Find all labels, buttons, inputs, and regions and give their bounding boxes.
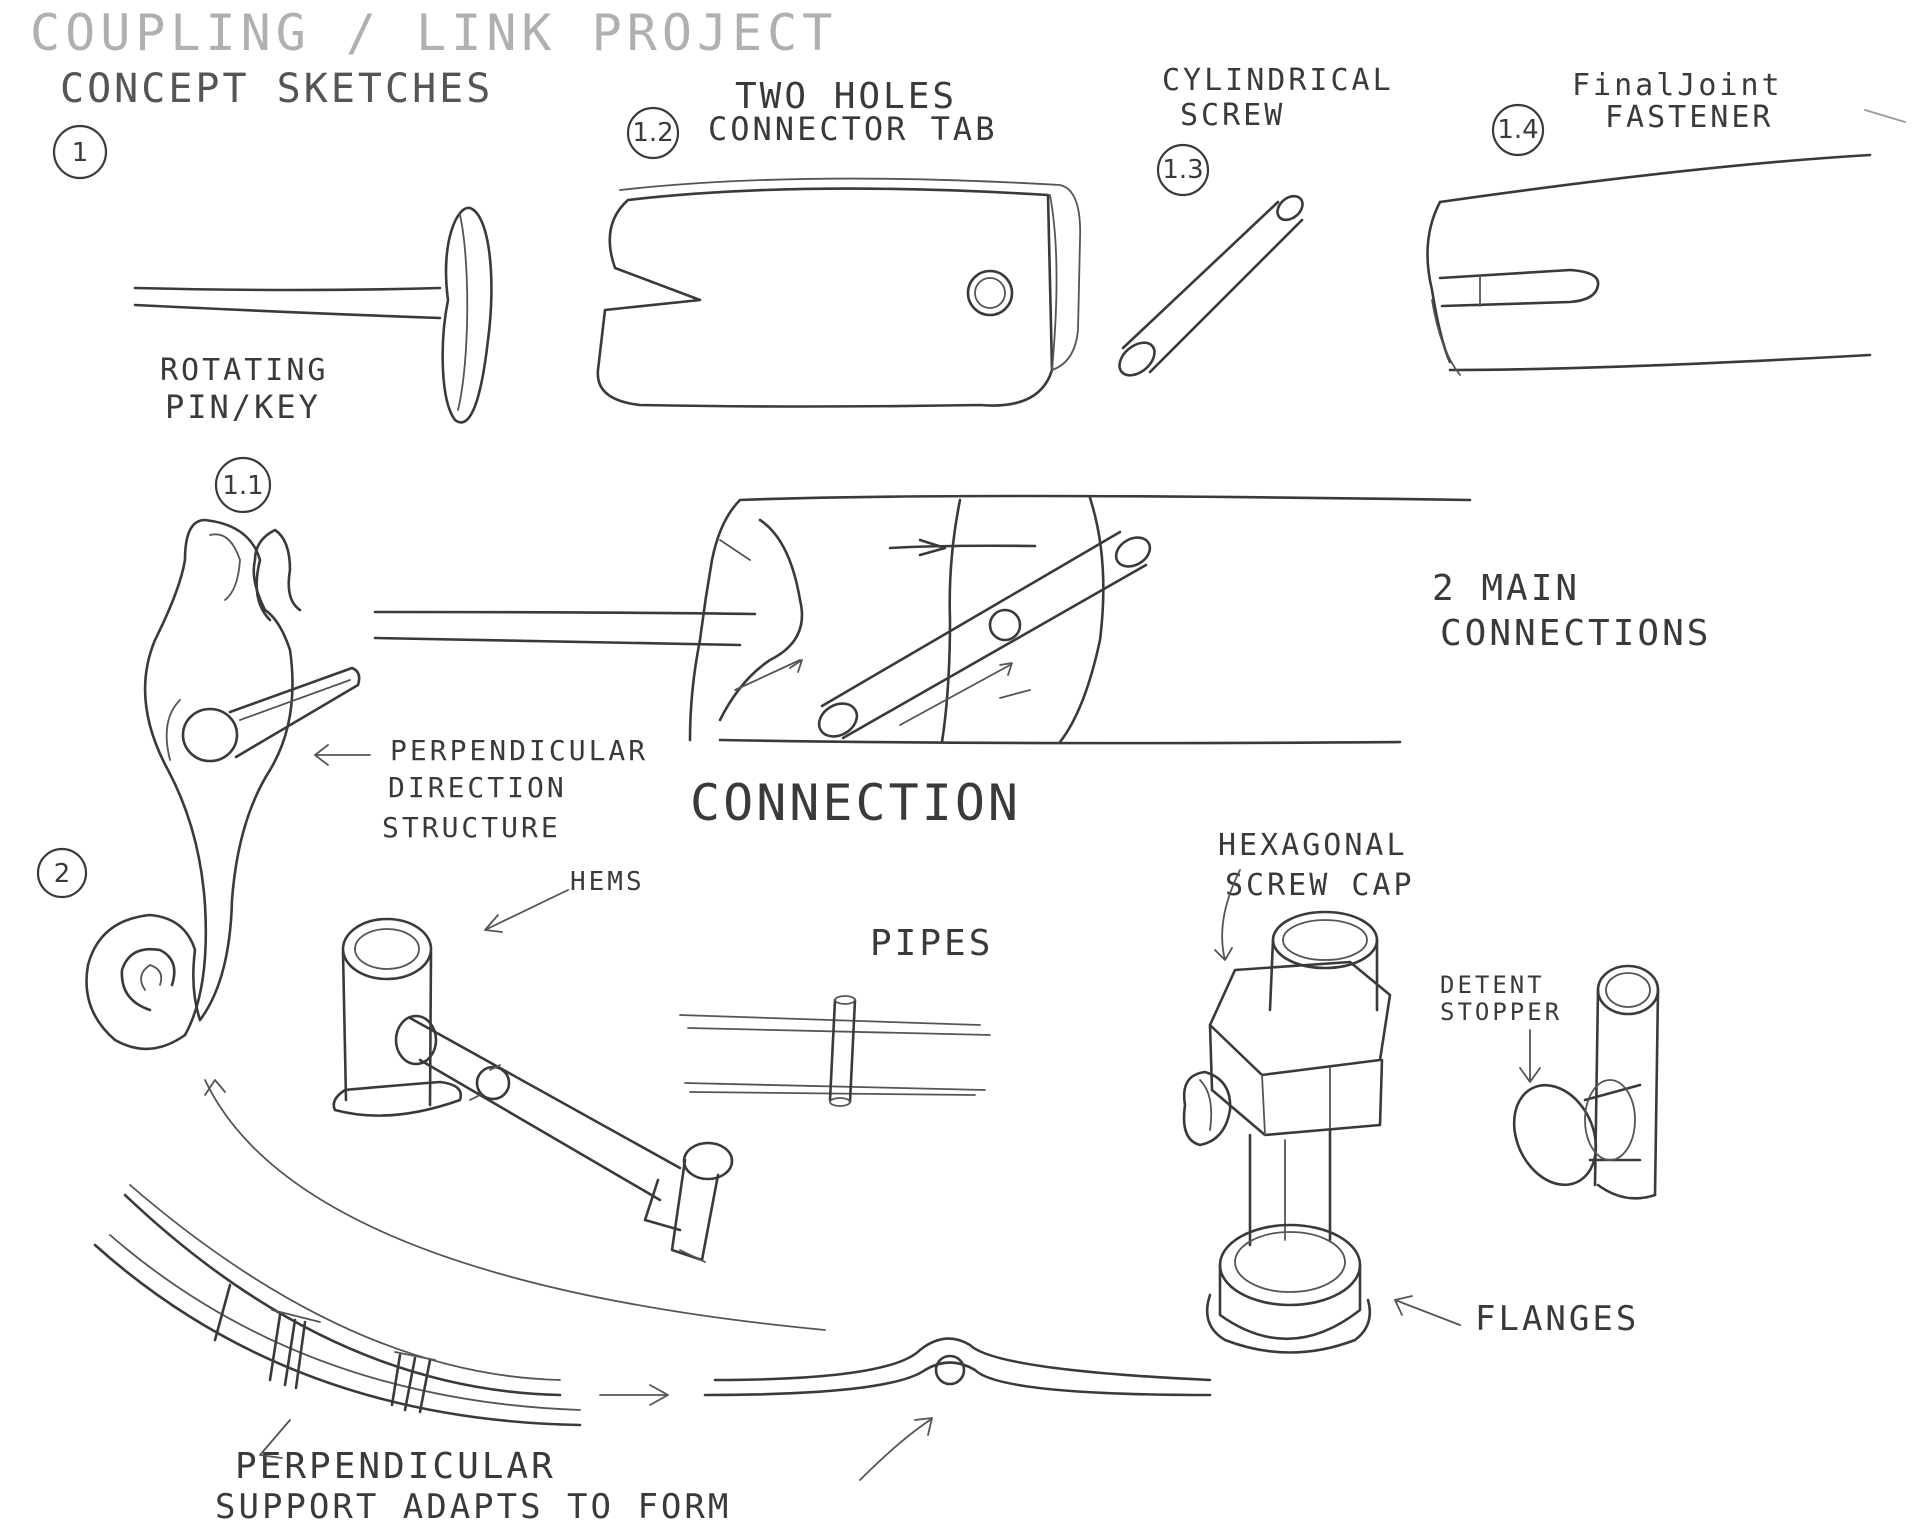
label-detent-1: DETENT bbox=[1440, 971, 1545, 999]
svg-text:1.4: 1.4 bbox=[1497, 115, 1538, 145]
svg-text:2: 2 bbox=[54, 859, 71, 889]
connector-tab-sketch bbox=[596, 177, 1082, 408]
label-connection: CONNECTION bbox=[690, 774, 1021, 832]
label-final-joint-1: FinalJoint bbox=[1572, 68, 1783, 103]
label-main-connections-1: 2 MAIN bbox=[1432, 568, 1580, 609]
svg-text:1.2: 1.2 bbox=[632, 118, 673, 148]
final-joint-sketch bbox=[1426, 153, 1872, 376]
label-perpendicular-direction-3: STRUCTURE bbox=[382, 811, 561, 844]
hook-link-sketch bbox=[85, 518, 361, 1051]
svg-text:1: 1 bbox=[72, 138, 89, 168]
label-rotating-pin-1: ROTATING bbox=[160, 353, 329, 388]
cylindrical-screw-sketch bbox=[1118, 194, 1304, 377]
marker-1-4: 1.4 bbox=[1491, 103, 1545, 157]
label-rotating-pin-2: PIN/KEY bbox=[165, 388, 321, 426]
label-perpendicular-direction-2: DIRECTION bbox=[388, 771, 567, 804]
marker-1: 1 bbox=[52, 124, 108, 180]
stray-mark bbox=[1864, 109, 1906, 123]
label-perpendicular-direction-1: PERPENDICULAR bbox=[390, 734, 648, 767]
hems-sketch bbox=[332, 889, 734, 1263]
label-detent-2: STOPPER bbox=[1440, 998, 1562, 1026]
label-pipes: PIPES bbox=[870, 923, 993, 964]
label-flanges: FLANGES bbox=[1475, 1299, 1639, 1339]
label-perpendicular-support-2: SUPPORT ADAPTS TO FORM bbox=[215, 1487, 731, 1527]
label-cylindrical-1: CYLINDRICAL bbox=[1162, 63, 1394, 98]
rotating-pin-sketch bbox=[133, 206, 493, 424]
connection-assembly-sketch bbox=[373, 494, 1472, 745]
label-hexagonal-1: HEXAGONAL bbox=[1218, 828, 1408, 863]
marker-1-1: 1.1 bbox=[214, 456, 272, 514]
sheet-subtitle: CONCEPT SKETCHES bbox=[60, 66, 493, 112]
svg-text:1.3: 1.3 bbox=[1162, 155, 1203, 185]
label-hexagonal-2: SCREW CAP bbox=[1225, 868, 1415, 903]
marker-1-3: 1.3 bbox=[1156, 143, 1210, 197]
marker-2: 2 bbox=[36, 847, 88, 899]
sheet-title: COUPLING / LINK PROJECT bbox=[30, 4, 837, 62]
label-perpendicular-support-1: PERPENDICULAR bbox=[235, 1446, 556, 1487]
svg-text:1.1: 1.1 bbox=[222, 471, 263, 501]
pipes-sketch bbox=[679, 995, 991, 1107]
label-main-connections-2: CONNECTIONS bbox=[1440, 613, 1711, 654]
label-cylindrical-2: SCREW bbox=[1180, 98, 1285, 133]
perpendicular-arrow bbox=[314, 744, 371, 766]
marker-1-2: 1.2 bbox=[626, 106, 680, 160]
label-final-joint-2: FASTENER bbox=[1605, 100, 1774, 135]
label-two-holes-2: CONNECTOR TAB bbox=[708, 110, 997, 148]
detent-stopper-sketch bbox=[1512, 964, 1660, 1200]
hexagonal-cap-sketch bbox=[1182, 869, 1392, 1354]
label-hems: HEMS bbox=[570, 867, 645, 897]
flanges-arrow bbox=[1394, 1295, 1461, 1326]
label-two-holes-1: TWO HOLES bbox=[735, 76, 957, 117]
support-rods-sketch bbox=[93, 1079, 1212, 1481]
